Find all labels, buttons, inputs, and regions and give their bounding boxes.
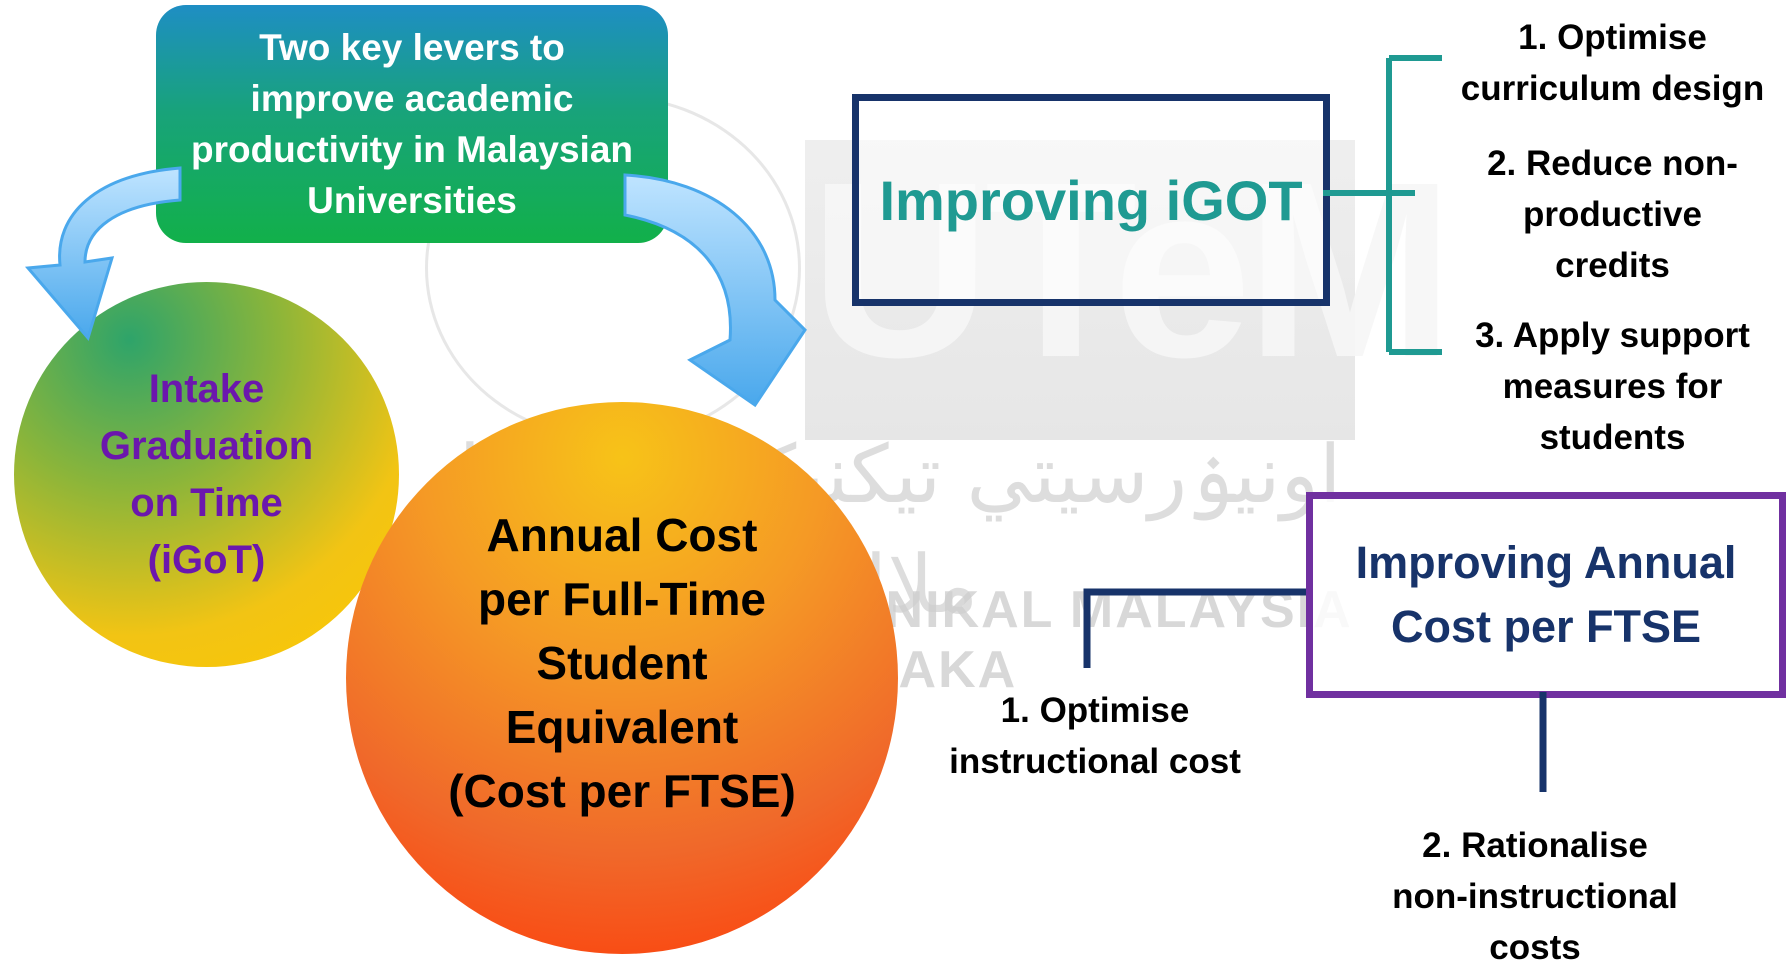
levers-title: Two key levers to improve academic produ… [190,27,634,221]
improving-cost-box: Improving Annual Cost per FTSE [1306,492,1786,698]
cost-circle-label: Annual Cost per Full-Time Student Equiva… [448,509,796,817]
igot-circle: Intake Graduation on Time (iGoT) [14,282,399,667]
curved-arrow-right-icon [623,173,807,408]
igot-bracket [1323,55,1442,355]
cost-connectors [1083,588,1547,792]
igot-item-3: 3. Apply support measures for students [1475,316,1750,457]
cost-item-1: 1. Optimise instructional cost [949,691,1241,781]
levers-title-box: Two key levers to improve academic produ… [156,5,668,243]
improving-igot-box: Improving iGOT [852,94,1330,306]
curved-arrow-left-icon [24,166,182,342]
improving-igot-title: Improving iGOT [879,168,1303,232]
cost-per-ftse-circle: Annual Cost per Full-Time Student Equiva… [346,402,898,954]
improving-cost-title: Improving Annual Cost per FTSE [1355,537,1737,652]
igot-item-1: 1. Optimise curriculum design [1460,18,1765,108]
igot-circle-label: Intake Graduation on Time (iGoT) [99,366,314,582]
igot-item-2: 2. Reduce non- productive credits [1487,144,1738,285]
